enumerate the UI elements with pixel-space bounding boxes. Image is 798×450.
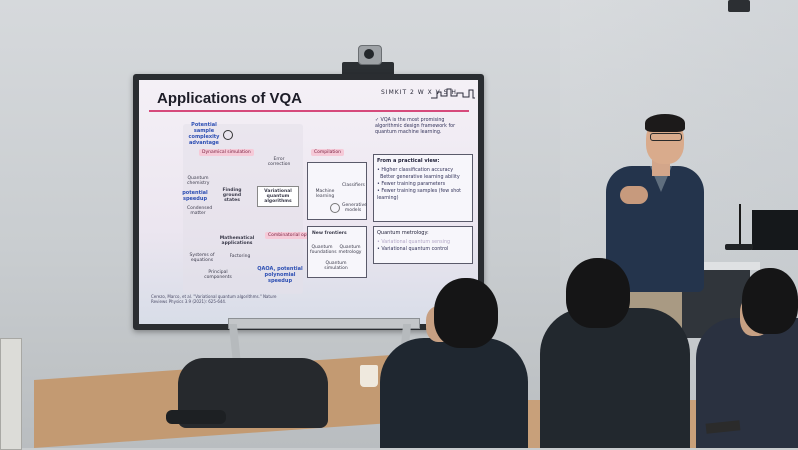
presentation-slide: Applications of VQA SIMKIT 2 W X V S H P… xyxy=(139,80,478,324)
audience-member-1-body xyxy=(380,338,528,448)
practical-bullet: • Fewer training parameters xyxy=(377,182,446,187)
ceiling-sensor xyxy=(728,0,750,12)
lectern-top xyxy=(676,262,760,270)
network-icon xyxy=(330,203,340,213)
principal-components-node: Principal components xyxy=(204,270,232,280)
webcam-mount xyxy=(342,62,394,76)
dynamical-simulation-tag: Dynamical simulation xyxy=(199,149,254,156)
condensed-matter-node: Condensed matter xyxy=(187,206,213,216)
quantum-simulation-node: Quantum simulation xyxy=(324,261,348,271)
citation-text: Cerezo, Marco, et al. "Variational quant… xyxy=(151,294,277,304)
compilation-tag: Compilation xyxy=(311,149,345,156)
audience-member-3-head xyxy=(742,268,798,334)
finding-ground-states-node: Finding ground states xyxy=(222,188,242,203)
mathematical-applications-node: Mathematical applications xyxy=(219,236,255,246)
practical-bullet: • Higher classification accuracy xyxy=(377,168,454,173)
practical-view-panel: From a practical view: • Higher classifi… xyxy=(373,154,473,222)
audience-member-1-head xyxy=(434,278,498,348)
slide-title: Applications of VQA xyxy=(157,90,303,107)
new-frontiers-panel: New frontiers Quantum foundations Quantu… xyxy=(307,226,367,278)
factoring-node: Factoring xyxy=(229,254,251,259)
presenter-hair xyxy=(645,114,685,132)
presenter-glasses xyxy=(650,133,682,141)
machine-learning-panel: Machine learning Classifiers Generative … xyxy=(307,162,367,220)
audience-member-2-body xyxy=(540,308,690,448)
sample-icon xyxy=(223,130,233,140)
side-cabinet xyxy=(0,338,22,450)
vqa-core-node: Variational quantum algorithms xyxy=(257,186,299,207)
quantum-metrology-node: Quantum metrology xyxy=(338,245,362,255)
potential-speedup-label: potential speedup xyxy=(182,190,208,202)
microphone-base xyxy=(725,244,753,250)
slide-brand: SIMKIT 2 W X V S H xyxy=(381,89,457,96)
presenter-neck xyxy=(652,160,670,176)
practical-view-title: From a practical view: xyxy=(377,158,440,164)
audience-member-2-head xyxy=(566,258,630,328)
check-icon: ✓ xyxy=(375,118,381,123)
metrology-panel: Quantum metrology: • Variational quantum… xyxy=(373,226,473,264)
vqa-intro-text: ✓ VQA is the most promising algorithmic … xyxy=(375,118,456,135)
potential-sample-label: Potential sample complexity advantage xyxy=(188,122,220,146)
backpack-strap xyxy=(166,410,226,424)
combinatorial-optimization-tag: Combinatorial optimization xyxy=(265,232,333,239)
metrology-bullet: • Variational quantum sensing xyxy=(377,240,451,245)
paper-cup xyxy=(360,365,378,387)
error-correction-node: Error correction xyxy=(267,157,291,167)
systems-of-equations-node: Systems of equations xyxy=(189,253,215,263)
practical-bullet: • Fewer training samples (few shot learn… xyxy=(377,189,462,201)
machine-learning-node: Machine learning xyxy=(315,189,335,199)
webcam-lens xyxy=(364,49,374,59)
slide-title-rule xyxy=(149,110,469,112)
new-frontiers-title: New frontiers xyxy=(312,231,347,236)
generative-models-node: Generative models xyxy=(342,203,367,213)
skyline-logo-icon xyxy=(431,88,475,99)
classifiers-node: Classifiers xyxy=(342,183,365,188)
qaoa-label: QAOA, potential polynomial speedup xyxy=(257,266,303,284)
quantum-chemistry-node: Quantum chemistry xyxy=(187,176,210,186)
practical-bullets: • Higher classification accuracy Better … xyxy=(377,167,469,202)
metrology-bullets: • Variational quantum sensing • Variatio… xyxy=(377,239,469,253)
podium-monitor xyxy=(752,210,798,250)
practical-bullet: Better generative learning ability xyxy=(380,175,460,180)
metrology-title: Quantum metrology: xyxy=(377,230,429,236)
microphone-icon xyxy=(739,204,741,248)
metrology-bullet: • Variational quantum control xyxy=(377,247,449,252)
tv-stand-bar xyxy=(228,318,420,329)
presenter-hands xyxy=(620,186,648,204)
quantum-foundations-node: Quantum foundations xyxy=(310,245,337,255)
